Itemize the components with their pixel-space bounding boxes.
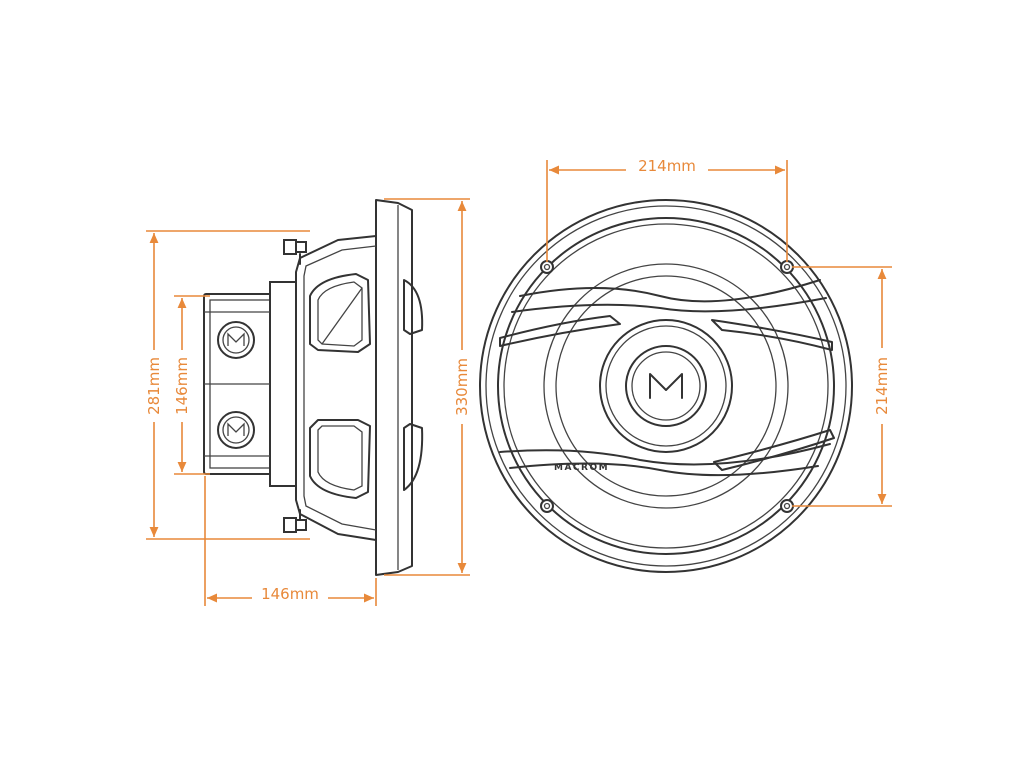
dim-label-281mm: 281mm [145,357,163,415]
rim-bump-bottom [403,423,424,491]
mount-hole-tl [540,260,554,274]
center-logo [649,373,683,399]
terminal-top [283,239,307,265]
mount-hole-br [780,499,794,513]
center-logo-ring [625,345,707,427]
grille-swoosh-left-top [499,315,621,347]
dim-label-330mm: 330mm [453,358,471,416]
grille-bar-bottom-2 [509,462,819,477]
grille-bar-top-1 [519,279,821,303]
front-view: MACROM [479,199,853,573]
mount-hole-tr [780,260,794,274]
dim-label-214mm-vertical: 214mm [873,357,891,415]
dust-cap-outer [599,319,733,453]
grille-bar-top-2 [511,297,827,313]
side-flange [375,199,413,576]
grille-swoosh-right-top [711,319,833,351]
dim-label-magnet-146mm: 146mm [173,357,191,415]
brand-label: MACROM [554,463,609,473]
mount-hole-bl [540,499,554,513]
basket-window-top [309,273,371,353]
magnet-plate [269,281,297,487]
dim-label-depth-146mm: 146mm [261,585,319,603]
dimension-lines: 281mm 146mm 146mm 330mm 214mm 214mm [142,156,894,608]
grille-ring [497,217,835,555]
magnet-logo-bottom [217,411,255,449]
cone-edge [543,263,789,509]
side-view [203,199,424,576]
terminal-bottom [283,509,307,533]
basket-window-bottom [309,419,371,499]
rim-bump-top [403,279,424,335]
dim-label-214mm-horizontal: 214mm [638,157,696,175]
magnet-logo-top [217,321,255,359]
grille-swoosh-right-bottom [713,429,835,471]
outer-rim [479,199,853,573]
